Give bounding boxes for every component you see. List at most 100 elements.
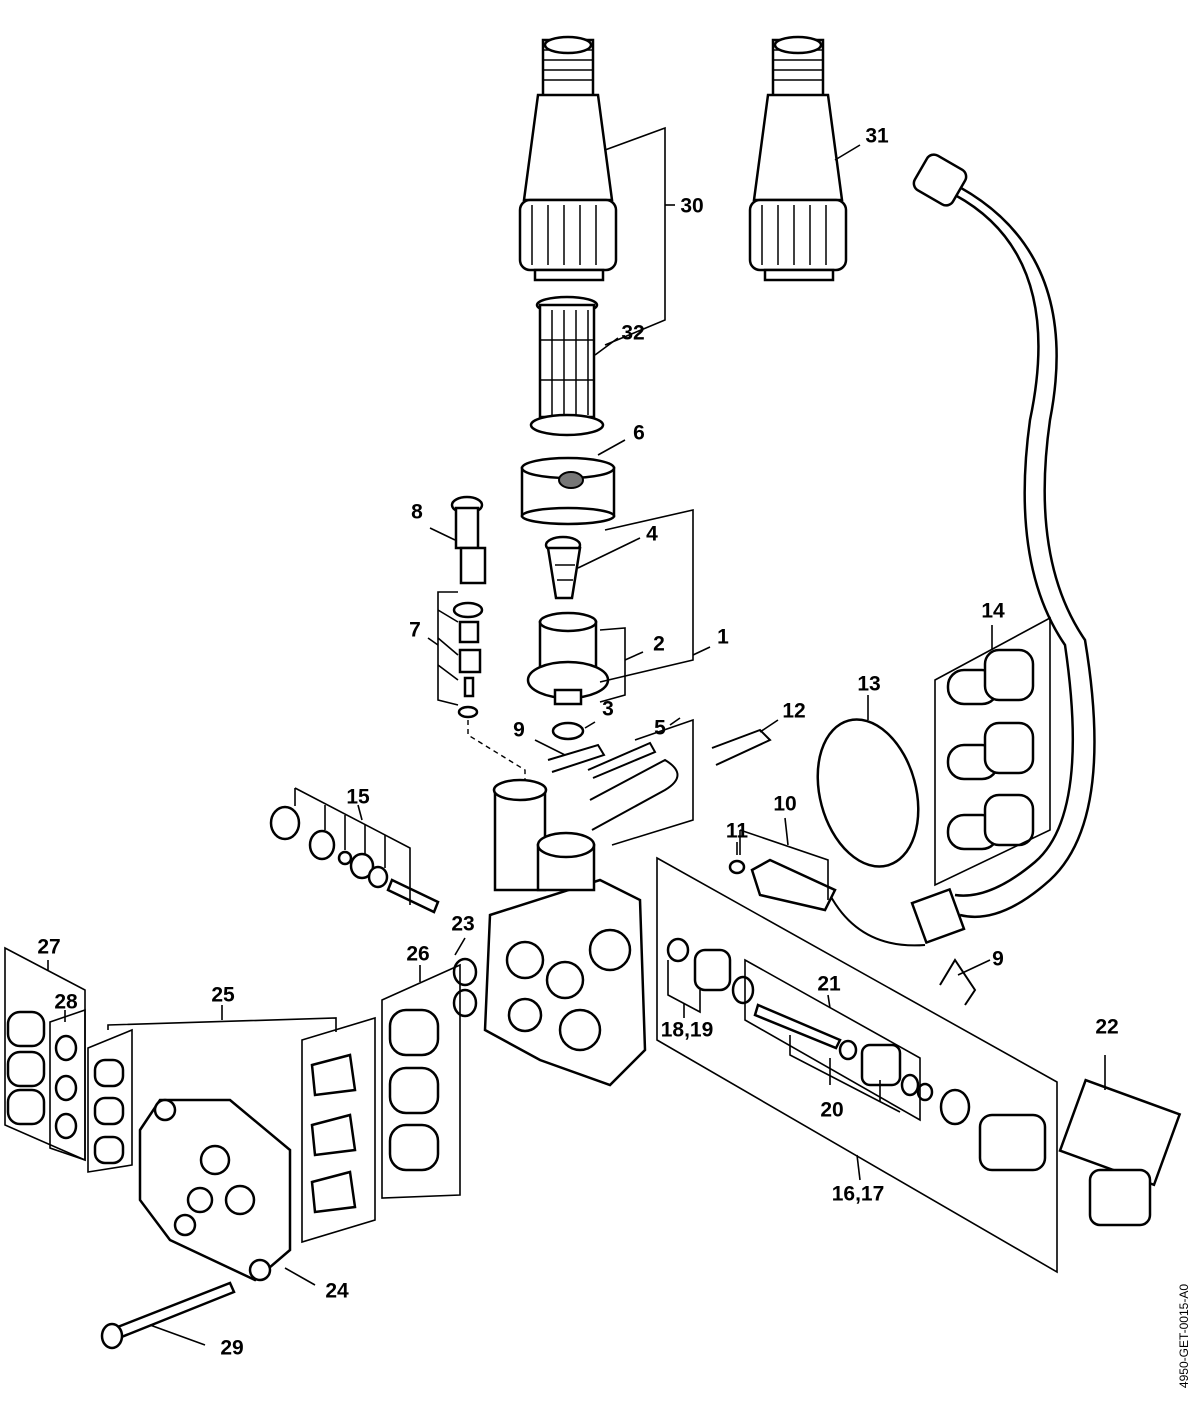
label-part-10: 10 xyxy=(773,792,797,816)
o-ring-3 xyxy=(551,721,585,741)
clip-5a xyxy=(587,741,657,779)
label-part-21: 21 xyxy=(817,972,841,996)
o-ring-kit-28 xyxy=(54,1034,78,1140)
bracket-15 xyxy=(294,787,411,905)
valve-8 xyxy=(450,495,487,585)
label-part-31: 31 xyxy=(865,124,889,148)
drawing-reference-code: 4950-GET-0015-A0 xyxy=(1177,1283,1191,1388)
label-part-29: 29 xyxy=(220,1336,244,1360)
high-pressure-hose xyxy=(934,173,1096,919)
pump-manifold xyxy=(483,778,647,1087)
leader-23 xyxy=(454,937,466,956)
bracket-28 xyxy=(49,1008,86,1162)
clip-9a xyxy=(547,743,606,773)
fitting-18 xyxy=(693,948,732,992)
cap-6 xyxy=(520,456,616,526)
bracket-18 xyxy=(667,960,701,1014)
label-part-12: 12 xyxy=(782,699,806,723)
label-part-2: 2 xyxy=(653,632,665,656)
bracket-14 xyxy=(934,616,1051,887)
seal-kit-26 xyxy=(388,1008,440,1172)
label-part-9-lower: 9 xyxy=(992,947,1004,971)
plunger-21 xyxy=(753,1003,842,1050)
leader-12 xyxy=(759,719,779,733)
valve-insert-4 xyxy=(544,535,582,600)
unloader-valve-16 xyxy=(978,1113,1047,1172)
leader-3 xyxy=(584,721,596,729)
label-part-23: 23 xyxy=(451,912,475,936)
cylinder-head-24 xyxy=(138,1098,292,1282)
label-part-24: 24 xyxy=(325,1279,349,1303)
label-part-11: 11 xyxy=(725,819,749,843)
filter-housing-31 xyxy=(748,35,848,282)
bracket-30 xyxy=(604,126,666,346)
label-part-26: 26 xyxy=(406,942,430,966)
leader-29 xyxy=(149,1324,206,1346)
label-part-22: 22 xyxy=(1095,1015,1119,1039)
bracket-21 xyxy=(744,958,921,1122)
seal-kit-25-large xyxy=(310,1053,357,1214)
o-ring-13 xyxy=(816,718,920,868)
leader-32 xyxy=(594,337,619,356)
bracket-16 xyxy=(656,856,1058,1274)
label-part-7: 7 xyxy=(409,618,421,642)
leader-4 xyxy=(577,537,641,569)
leader-31 xyxy=(834,144,861,161)
bracket-1a xyxy=(599,508,694,683)
o-ring-18 xyxy=(666,937,690,963)
leader-9b xyxy=(957,959,991,976)
label-part-3: 3 xyxy=(602,697,614,721)
bracket-2 xyxy=(599,627,626,703)
clip-9b xyxy=(939,958,977,1006)
leader-9a xyxy=(534,739,566,756)
clip-5b xyxy=(589,758,679,831)
clip-12 xyxy=(711,728,772,766)
label-part-13: 13 xyxy=(857,672,881,696)
label-part-4: 4 xyxy=(646,522,658,546)
bracket-20 xyxy=(789,1035,901,1113)
seal-kit-27 xyxy=(6,1010,46,1126)
spring-kit-14 xyxy=(946,648,1035,851)
label-part-8: 8 xyxy=(411,500,423,524)
fitting-2 xyxy=(526,611,610,706)
o-ring-23b xyxy=(452,988,478,1018)
leader-24 xyxy=(284,1267,316,1286)
bracket-25 xyxy=(107,1017,337,1032)
leader-8 xyxy=(429,527,456,541)
label-part-27: 27 xyxy=(37,935,61,959)
label-part-15: 15 xyxy=(346,785,370,809)
label-part-18-19: 18,19 xyxy=(660,1018,714,1042)
label-part-16-17: 16,17 xyxy=(831,1182,885,1206)
bracket-26 xyxy=(381,963,461,1199)
label-part-5: 5 xyxy=(654,716,666,740)
valve-kit-15 xyxy=(269,805,440,914)
bolt-29 xyxy=(108,1281,236,1342)
filter-housing-30 xyxy=(518,35,618,282)
bracket-7 xyxy=(437,591,459,706)
label-part-30: 30 xyxy=(680,194,704,218)
label-part-25: 25 xyxy=(211,983,235,1007)
label-part-20: 20 xyxy=(820,1098,844,1122)
label-part-1: 1 xyxy=(717,625,729,649)
bracket-25a xyxy=(87,1028,133,1173)
label-part-28: 28 xyxy=(54,990,78,1014)
hose-fitting-10 xyxy=(750,858,837,912)
label-part-6: 6 xyxy=(633,421,645,445)
label-part-32: 32 xyxy=(621,321,645,345)
o-ring-23a xyxy=(452,957,478,987)
o-ring-16 xyxy=(731,975,755,1005)
filter-screen-32 xyxy=(529,295,605,437)
bracket-10 xyxy=(739,829,829,900)
bracket-25b xyxy=(301,1016,376,1244)
seal-kit-25-small xyxy=(93,1058,125,1165)
pressure-switch-22 xyxy=(1058,1078,1182,1227)
bracket-5 xyxy=(611,718,694,846)
leader-6 xyxy=(597,439,626,456)
label-part-14: 14 xyxy=(981,599,1005,623)
spring-20 xyxy=(860,1043,902,1087)
valve-kit-7 xyxy=(452,601,526,790)
label-part-9-upper: 9 xyxy=(513,718,525,742)
o-ring-11 xyxy=(728,859,746,875)
